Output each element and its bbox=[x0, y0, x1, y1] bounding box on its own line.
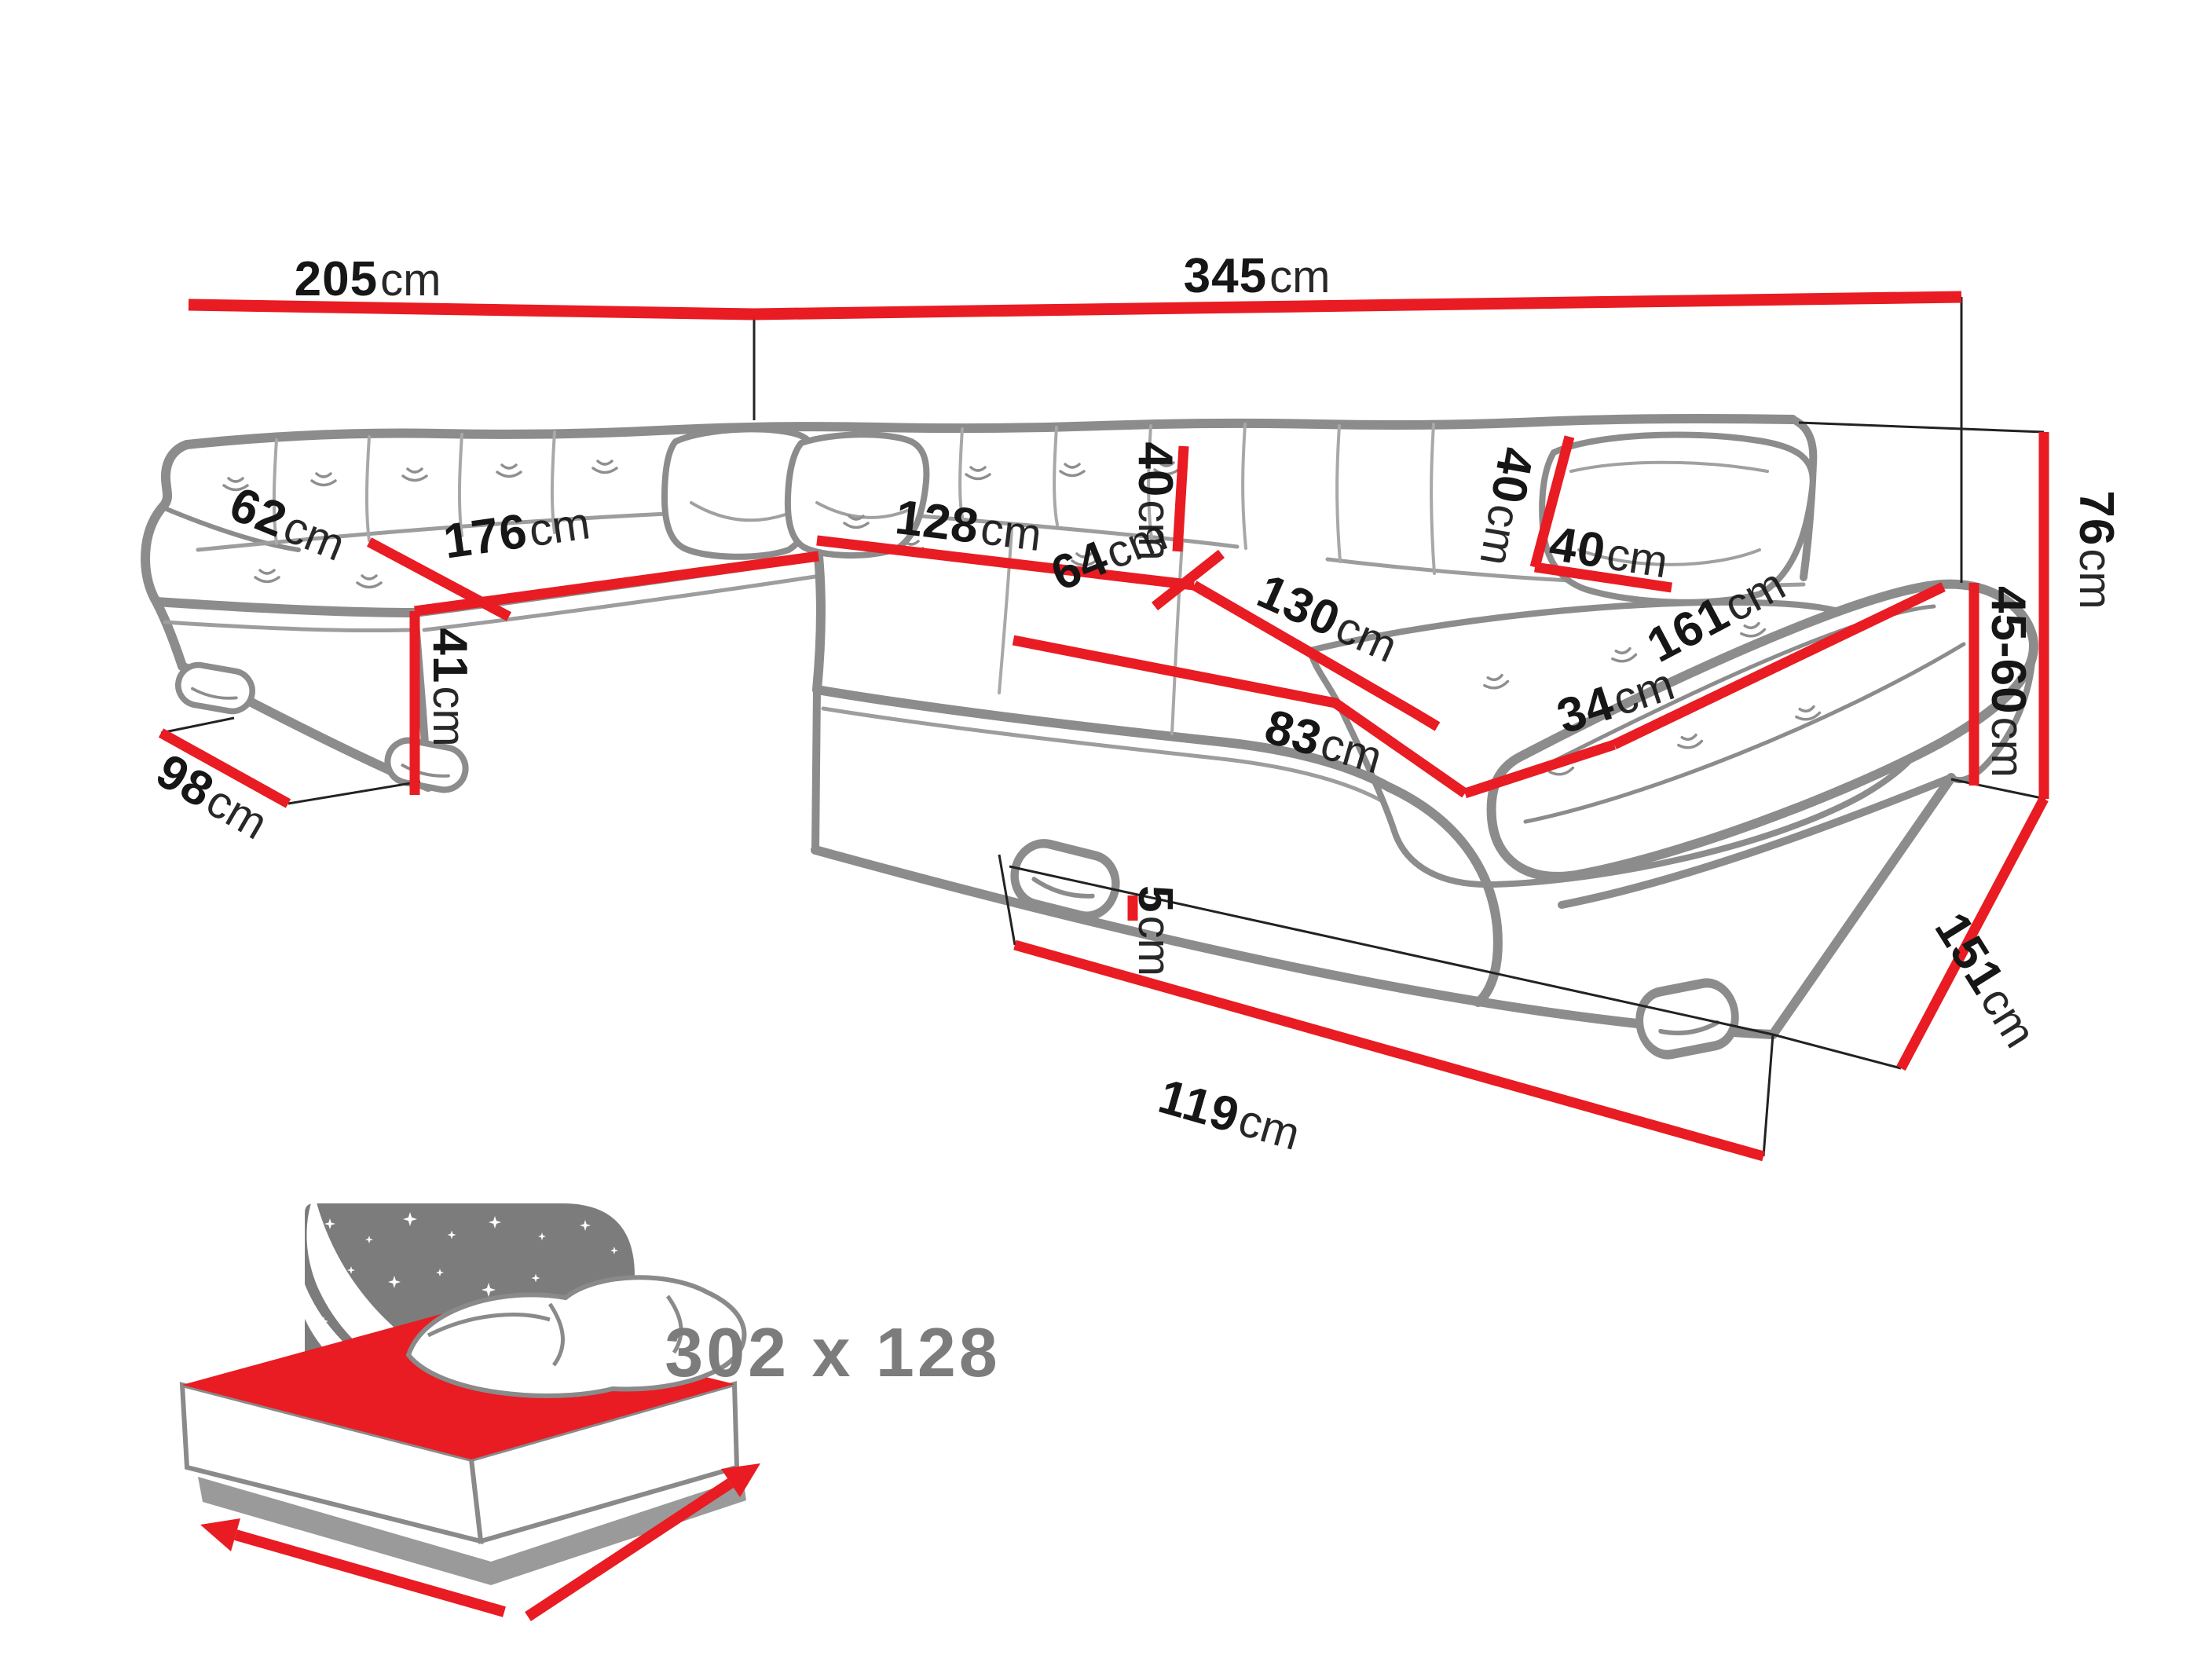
dim-line-left-seat-length bbox=[414, 551, 819, 617]
dim-line-armrest-length bbox=[1612, 582, 1946, 749]
dim-line-back-seat-depth bbox=[1151, 549, 1225, 611]
dim-line-pillow-height bbox=[1529, 435, 1575, 569]
dim-line-backrest-height bbox=[1172, 445, 1189, 552]
dim-label-leg-height: 5cm bbox=[1128, 885, 1182, 976]
extension-lines bbox=[160, 297, 2046, 1157]
mattress-top bbox=[182, 1313, 734, 1459]
dim-line-chaise-front-width bbox=[1012, 635, 1468, 798]
dim-line-back-seat-length bbox=[816, 535, 1195, 591]
dim-line-right-side-depth bbox=[1896, 796, 2049, 1071]
right-seat-cushion bbox=[1307, 599, 1941, 888]
sofa-back-top-edge bbox=[182, 414, 1797, 449]
dimension-lines bbox=[158, 291, 2049, 1162]
dim-label-wall-back: 345cm bbox=[1183, 249, 1331, 303]
dim-line-chaise-length bbox=[1191, 580, 1441, 731]
dim-label-armrest-height: 45-60cm bbox=[1981, 586, 2035, 778]
dim-line-wall-left bbox=[188, 298, 755, 320]
bed-icon bbox=[179, 1275, 760, 1621]
dim-label-seat-height: 41cm bbox=[423, 628, 477, 747]
dim-label-total-height: 76cm bbox=[2069, 490, 2123, 610]
dim-label-wall-left: 205cm bbox=[294, 252, 441, 306]
corner-pillows bbox=[661, 426, 930, 560]
right-armrest bbox=[1486, 579, 2038, 881]
sleep-function-icon bbox=[179, 1194, 760, 1621]
sleeping-area-size: 302 x 128 bbox=[665, 1313, 1001, 1391]
dim-line-armrest-front-width bbox=[1463, 739, 1617, 799]
dim-line-pillow-width bbox=[1534, 562, 1672, 593]
unfold-arrows bbox=[200, 1463, 760, 1621]
dim-line-wall-back bbox=[753, 291, 1962, 320]
dim-line-front-base-width bbox=[1013, 939, 1765, 1162]
dim-label-backrest-height: 40cm bbox=[1128, 441, 1182, 561]
dim-line-left-side-depth bbox=[158, 728, 291, 808]
